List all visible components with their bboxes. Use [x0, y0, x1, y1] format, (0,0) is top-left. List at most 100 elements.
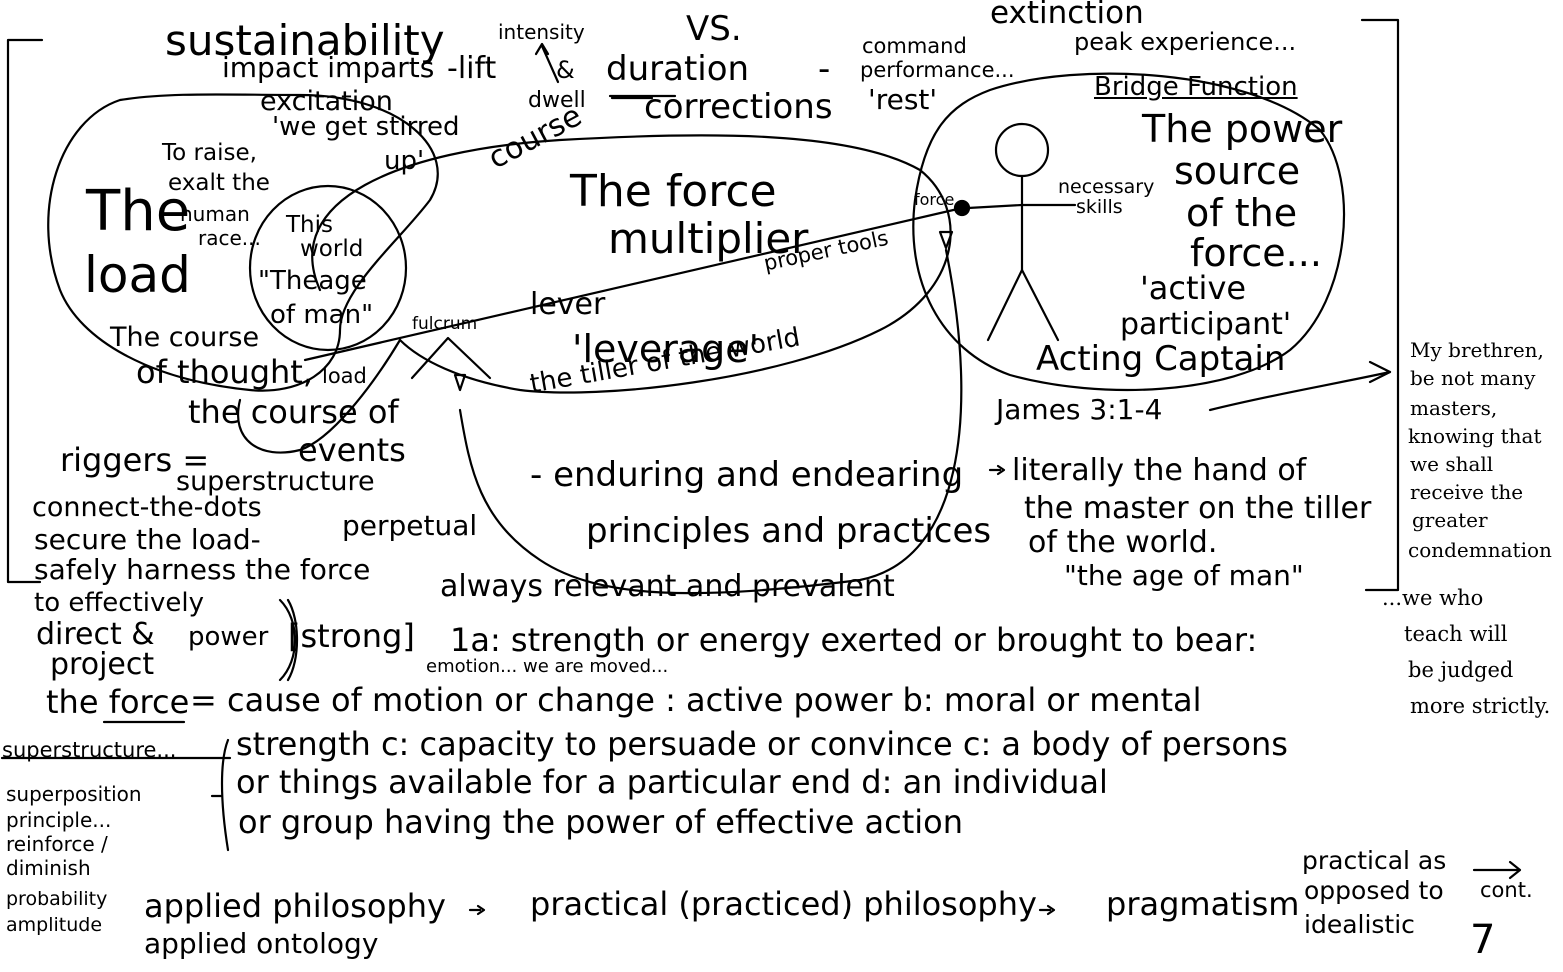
sidebar-line: greater	[1412, 508, 1488, 532]
practical-as-text-1: practical as	[1302, 846, 1447, 875]
dash-text: -	[818, 49, 831, 89]
leverage-text: 'leverage'	[572, 327, 760, 371]
project-text: project	[50, 647, 155, 682]
definition-line-2: = cause of motion or change : active pow…	[190, 681, 1202, 719]
definition-line-1: 1a: strength or energy exerted or brough…	[450, 621, 1258, 659]
course-of-events-text-2: events	[298, 431, 406, 469]
load-ellipse	[47, 93, 439, 392]
sustainability-text: sustainability	[165, 16, 445, 65]
age-of-man-text-1: "Theage	[258, 266, 367, 296]
practical-as-text-2: opposed to	[1304, 876, 1444, 905]
to-raise-text-1: To raise,	[162, 140, 257, 166]
course-of-events-text-1: the course of	[188, 393, 399, 431]
force-multiplier-text-1: The force	[570, 166, 777, 217]
literally-text-1: literally the hand of	[1012, 453, 1307, 488]
up-arrow-right	[938, 230, 954, 250]
sidebar-line: be judged	[1408, 658, 1514, 682]
practical-as-text-3: idealistic	[1304, 910, 1415, 939]
fulcrum-text: fulcrum	[412, 314, 478, 334]
riggers-text: riggers =	[60, 441, 210, 479]
up-arrow-left	[453, 373, 467, 392]
this-world-text-2: world	[300, 236, 364, 262]
the-force-text: the force	[46, 683, 190, 721]
sidebar-line: condemnation	[1408, 538, 1552, 562]
page-number: 7	[1470, 917, 1496, 963]
corrections-text: corrections	[644, 87, 833, 127]
enduring-text: - enduring and endearing	[530, 455, 964, 495]
arrow-intensity	[534, 42, 560, 84]
course-ellipse	[311, 134, 952, 394]
load-small-text: load	[322, 364, 367, 388]
margin-note: principle...	[6, 808, 112, 832]
this-world-text-1: This	[286, 212, 333, 238]
literally-text-2: the master on the tiller	[1024, 491, 1372, 526]
literally-text-3: of the world.	[1028, 525, 1218, 560]
active-participant-text-2: participant'	[1120, 307, 1292, 342]
impact-imparts-text: impact imparts	[222, 51, 435, 84]
sidebar-line: My brethren,	[1410, 338, 1544, 362]
command-text: command	[862, 34, 967, 58]
stirred-text-2: up'	[384, 146, 425, 176]
rest-text: 'rest'	[868, 83, 938, 116]
right-bracket	[1360, 18, 1400, 592]
james-reference-text: James 3:1-4	[996, 393, 1163, 426]
excitation-text: excitation	[260, 86, 393, 117]
force-small-text: force	[914, 190, 955, 209]
the-load-text-1: The	[86, 179, 191, 244]
force-multiplier-text-2: multiplier	[608, 214, 809, 263]
necessary-skills-text-1: necessary	[1058, 176, 1155, 198]
to-raise-text-3: human	[180, 202, 250, 226]
brace-left	[210, 738, 230, 852]
direct-text: direct &	[36, 617, 155, 652]
margin-note: superposition	[6, 782, 142, 806]
cont-text: cont.	[1480, 878, 1533, 902]
to-raise-text-4: race...	[198, 226, 261, 250]
emotion-text: emotion... we are moved...	[426, 656, 669, 677]
course-of-thought-text-2: of thought,	[136, 353, 314, 391]
sidebar-line: we shall	[1410, 452, 1494, 476]
extinction-text: extinction	[990, 0, 1144, 31]
figure-legs	[986, 268, 1060, 342]
figure-arm	[966, 203, 1077, 210]
margin-note: reinforce /	[6, 832, 108, 856]
course-of-thought-text-1: The course	[110, 322, 260, 353]
margin-note: amplitude	[6, 914, 103, 936]
arrow-literally	[988, 464, 1006, 476]
intensity-text: intensity	[498, 20, 585, 44]
world-ellipse	[237, 338, 402, 454]
sidebar-line: knowing that	[1408, 424, 1542, 448]
sidebar-line: ...we who	[1382, 586, 1484, 610]
sidebar-line: receive the	[1410, 480, 1524, 504]
ampersand-text: &	[556, 56, 575, 84]
margin-note: probability	[6, 888, 108, 910]
safely-harness-text: safely harness the force	[34, 553, 371, 586]
acting-captain-text: Acting Captain	[1036, 339, 1286, 379]
power-source-text-4: force...	[1190, 231, 1322, 275]
effectively-text: to effectively	[34, 588, 204, 618]
secure-load-text: secure the load-	[34, 523, 261, 556]
fulcrum-triangle	[410, 336, 492, 380]
hand-loop	[458, 248, 963, 595]
power-source-text-2: source	[1174, 149, 1301, 193]
applied-ontology-text: applied ontology	[144, 927, 379, 960]
the-load-text-2: load	[84, 246, 191, 304]
definition-line-4: or things available for a particular end…	[236, 763, 1108, 801]
performance-text: performance...	[860, 58, 1015, 82]
principles-text: principles and practices	[586, 511, 992, 551]
age-of-man-text-2: of man"	[270, 300, 374, 330]
active-participant-text-1: 'active	[1140, 269, 1247, 307]
sidebar-line: teach will	[1404, 622, 1508, 646]
always-relevant-text: always relevant and prevalent	[440, 569, 895, 604]
dwell-text: dwell	[528, 88, 586, 113]
arrow-head-james	[1368, 360, 1392, 384]
definition-line-3: strength c: capacity to persuade or conv…	[236, 725, 1288, 763]
arrow-applied	[468, 904, 486, 916]
literally-text-4: "the age of man"	[1064, 559, 1304, 592]
stirred-text-1: 'we get stirred	[272, 112, 460, 142]
to-raise-text-2: exalt the	[168, 170, 270, 196]
connect-dots-text: connect-the-dots	[32, 492, 262, 523]
arrow-to-james	[1208, 370, 1392, 412]
duration-text: duration	[606, 49, 750, 89]
